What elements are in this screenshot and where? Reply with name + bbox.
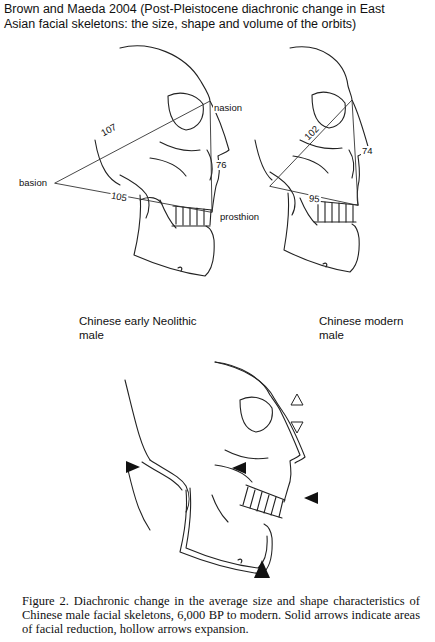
figure-title: Brown and Maeda 2004 (Post-Pleistocene d… <box>4 2 414 32</box>
specimen-label: Chinese early Neolithic male <box>78 314 198 343</box>
landmark-label: basion <box>18 178 48 188</box>
measurement-value: 95 <box>308 193 321 204</box>
landmark-label: prosthion <box>219 212 260 222</box>
measurement-value: 76 <box>215 160 228 170</box>
measurement-value: 107 <box>99 121 120 139</box>
specimen-label: Chinese modern male <box>318 314 420 343</box>
figure-caption: Figure 2. Diachronic change in the avera… <box>22 594 420 636</box>
measurement-value: 105 <box>109 191 128 204</box>
landmark-label: nasion <box>213 103 243 113</box>
measurement-value: 102 <box>302 123 322 143</box>
measurement-value: 74 <box>361 146 374 156</box>
